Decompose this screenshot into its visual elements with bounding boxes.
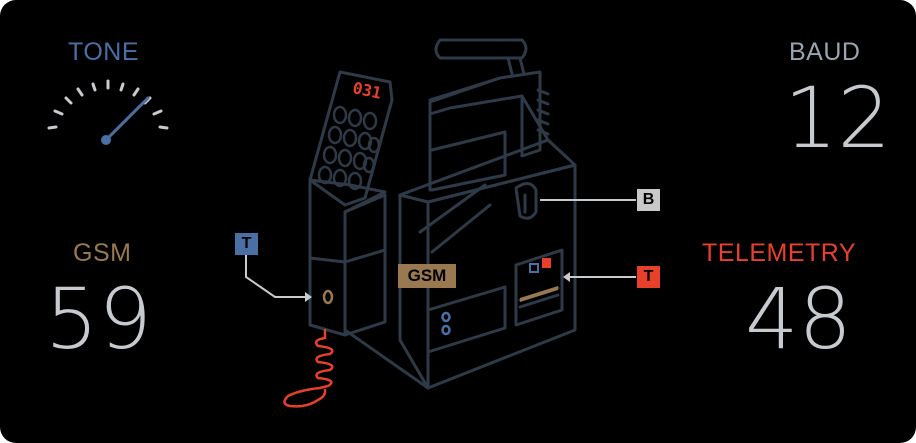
handset-keypad xyxy=(317,105,381,191)
window-panel xyxy=(426,285,507,354)
gsm-tag: GSM xyxy=(398,264,456,288)
body-side xyxy=(398,193,430,390)
callout-tag-t-right: T xyxy=(637,266,660,288)
connector-strip-gsm xyxy=(520,286,558,302)
handle-frame xyxy=(428,70,542,158)
gsm-label: GSM xyxy=(73,239,132,267)
telemetry-value: 48 xyxy=(745,270,852,368)
handset-head xyxy=(308,70,394,207)
callout-tag-b: B xyxy=(637,189,660,211)
front-port-dots xyxy=(441,311,451,336)
connector-light-red xyxy=(542,258,551,268)
telemetry-label: TELEMETRY xyxy=(702,239,857,267)
coiled-cord xyxy=(283,328,334,408)
tone-needle-pivot xyxy=(101,135,111,145)
callout-line-t-left xyxy=(245,250,305,298)
body-top xyxy=(398,138,577,204)
callout-tag-t-left: T xyxy=(235,233,258,255)
connector-light-blue xyxy=(529,263,539,273)
handset-port xyxy=(322,289,334,305)
tone-needle xyxy=(104,96,150,142)
baud-label: BAUD xyxy=(789,38,861,66)
upper-housing xyxy=(428,94,550,192)
connector-panel xyxy=(514,248,564,327)
baud-value: 12 xyxy=(784,69,891,167)
handle-bar xyxy=(434,38,528,60)
tone-gauge xyxy=(47,79,169,130)
front-slot xyxy=(514,182,538,220)
gsm-value: 59 xyxy=(45,270,152,368)
tone-label: TONE xyxy=(68,38,139,66)
